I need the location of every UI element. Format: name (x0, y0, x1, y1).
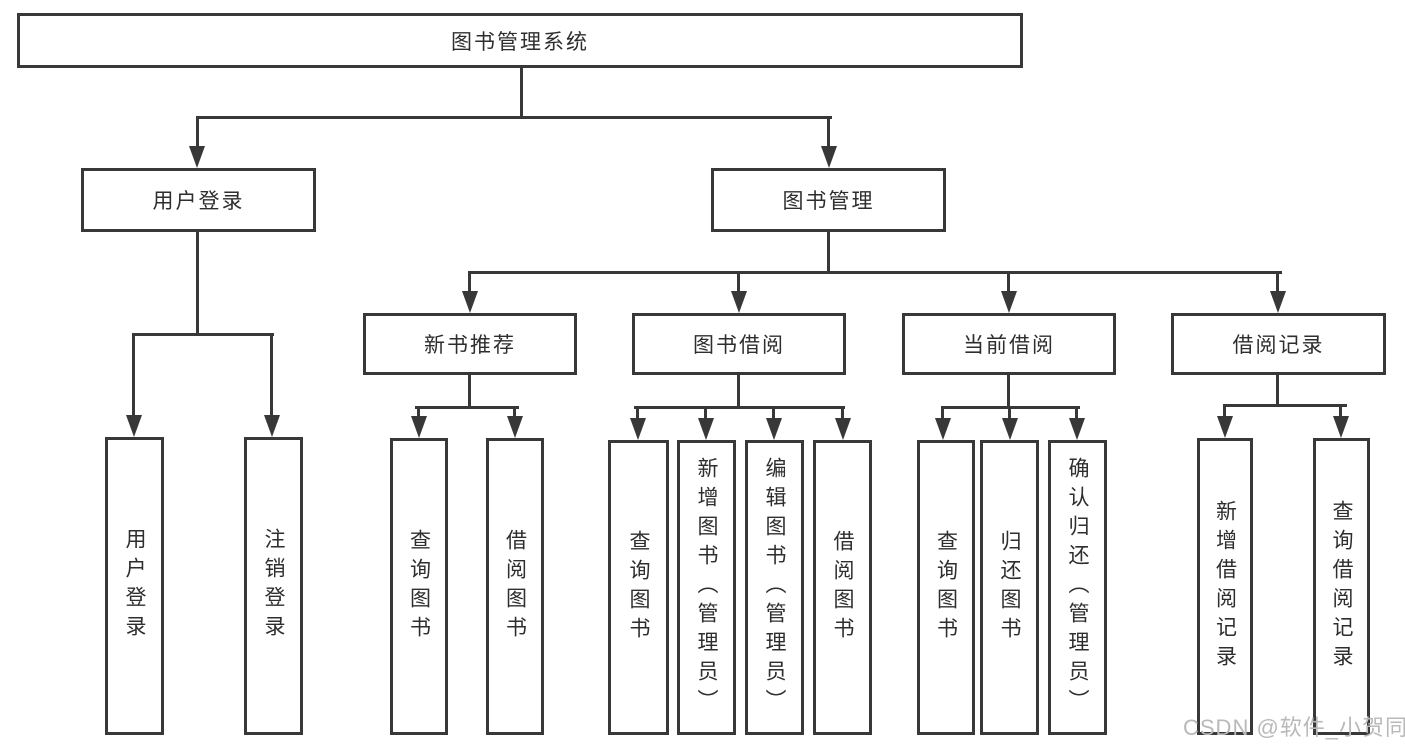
node-book-management: 图书管理 (711, 168, 946, 232)
arrow-to-new-book-recommend (462, 291, 478, 313)
arrow-to-borrow-record (1270, 291, 1286, 313)
node-user-login: 用户登录 (81, 168, 316, 232)
arrow-to-current-borrow (1001, 291, 1017, 313)
leaf-logout-label: 注销登录 (262, 528, 285, 644)
connector-cb-stub2 (1008, 406, 1011, 420)
leaf-current-return-label: 归还图书 (998, 529, 1021, 646)
leaf-borrow-add-admin: 新增图书（管理员） (677, 440, 736, 735)
leaf-record-add: 新增借阅记录 (1197, 438, 1253, 735)
arrow-to-bb-borrow (835, 418, 851, 440)
arrow-to-newbook-query (411, 416, 427, 438)
arrow-to-bb-add (698, 418, 714, 440)
leaf-borrow-edit-admin-label: 编辑图书（管理员） (763, 457, 786, 718)
connector-bookmgmt-trunk (827, 232, 830, 274)
connector-userlogin-right-stub (270, 333, 273, 417)
leaf-borrow-book-label: 借阅图书 (831, 529, 854, 646)
leaf-logout: 注销登录 (244, 437, 303, 735)
leaf-borrow-book: 借阅图书 (813, 440, 872, 735)
connector-userlogin-left-stub (132, 333, 135, 417)
arrow-to-bb-query (630, 418, 646, 440)
connector-borrowrecord-hbar (1223, 404, 1347, 407)
node-root-library-system: 图书管理系统 (17, 13, 1023, 68)
connector-currentborrow-trunk (1007, 375, 1010, 408)
arrow-to-book-borrow (731, 291, 747, 313)
connector-br-stub2 (1339, 404, 1342, 418)
arrow-to-cb-confirm (1069, 418, 1085, 440)
leaf-current-confirm-admin: 确认归还（管理员） (1048, 440, 1107, 735)
arrow-to-cb-return (1002, 418, 1018, 440)
leaf-current-return: 归还图书 (980, 440, 1039, 735)
arrow-to-bb-edit (766, 418, 782, 440)
leaf-newbook-query: 查询图书 (390, 438, 448, 735)
leaf-record-add-label: 新增借阅记录 (1213, 499, 1237, 674)
arrow-to-br-query (1333, 416, 1349, 438)
connector-bb-stub2 (704, 406, 707, 420)
connector-bookborrow-hbar (634, 406, 845, 409)
leaf-newbook-borrow-label: 借阅图书 (503, 528, 527, 645)
connector-stub-bookborrow (737, 271, 740, 293)
arrow-to-user-login (189, 146, 205, 168)
node-book-borrow: 图书借阅 (632, 313, 846, 375)
connector-stub-newbook (468, 271, 471, 293)
watermark: CSDN @软件_小贺同学 (1183, 715, 1405, 740)
connector-newbook-hbar (415, 406, 519, 409)
leaf-user-login: 用户登录 (105, 437, 164, 735)
connector-root-right-stub (827, 116, 830, 152)
connector-newbook-left-stub (417, 406, 420, 418)
connector-cb-stub1 (941, 406, 944, 420)
leaf-borrow-add-admin-label: 新增图书（管理员） (695, 457, 718, 718)
connector-root-left-stub (196, 116, 199, 152)
leaf-newbook-borrow: 借阅图书 (486, 438, 544, 735)
leaf-borrow-query: 查询图书 (608, 440, 669, 735)
connector-stub-borrowrecord (1276, 271, 1279, 293)
leaf-record-query-label: 查询借阅记录 (1330, 499, 1353, 674)
connector-bookborrow-trunk (737, 375, 740, 408)
connector-bookmgmt-hbar (468, 271, 1282, 274)
connector-br-stub1 (1223, 404, 1226, 418)
connector-userlogin-trunk (196, 232, 199, 336)
connector-newbook-trunk (468, 375, 471, 408)
node-current-borrow: 当前借阅 (902, 313, 1116, 375)
arrow-to-newbook-borrow (507, 416, 523, 438)
arrow-to-book-management (821, 146, 837, 168)
leaf-user-login-label: 用户登录 (123, 528, 146, 644)
connector-bb-stub4 (841, 406, 844, 420)
leaf-current-query-label: 查询图书 (934, 529, 958, 646)
connector-userlogin-hbar (132, 333, 274, 336)
leaf-borrow-query-label: 查询图书 (627, 529, 650, 646)
node-new-book-recommend: 新书推荐 (363, 313, 577, 375)
connector-borrowrecord-trunk (1276, 375, 1279, 406)
connector-stub-currentborrow (1007, 271, 1010, 293)
connector-cb-stub3 (1075, 406, 1078, 420)
leaf-current-confirm-admin-label: 确认归还（管理员） (1066, 457, 1089, 718)
arrow-to-leaf-logout (264, 415, 280, 437)
leaf-current-query: 查询图书 (917, 440, 975, 735)
leaf-record-query: 查询借阅记录 (1313, 438, 1370, 735)
arrow-to-br-add (1217, 416, 1233, 438)
node-borrow-record: 借阅记录 (1171, 313, 1386, 375)
leaf-newbook-query-label: 查询图书 (407, 528, 431, 645)
connector-root-hbar (196, 116, 832, 119)
connector-newbook-right-stub (513, 406, 516, 418)
connector-bb-stub1 (636, 406, 639, 420)
arrow-to-cb-query (935, 418, 951, 440)
connector-root-trunk (520, 68, 523, 118)
arrow-to-leaf-user-login (126, 415, 142, 437)
leaf-borrow-edit-admin: 编辑图书（管理员） (745, 440, 804, 735)
connector-bb-stub3 (772, 406, 775, 420)
